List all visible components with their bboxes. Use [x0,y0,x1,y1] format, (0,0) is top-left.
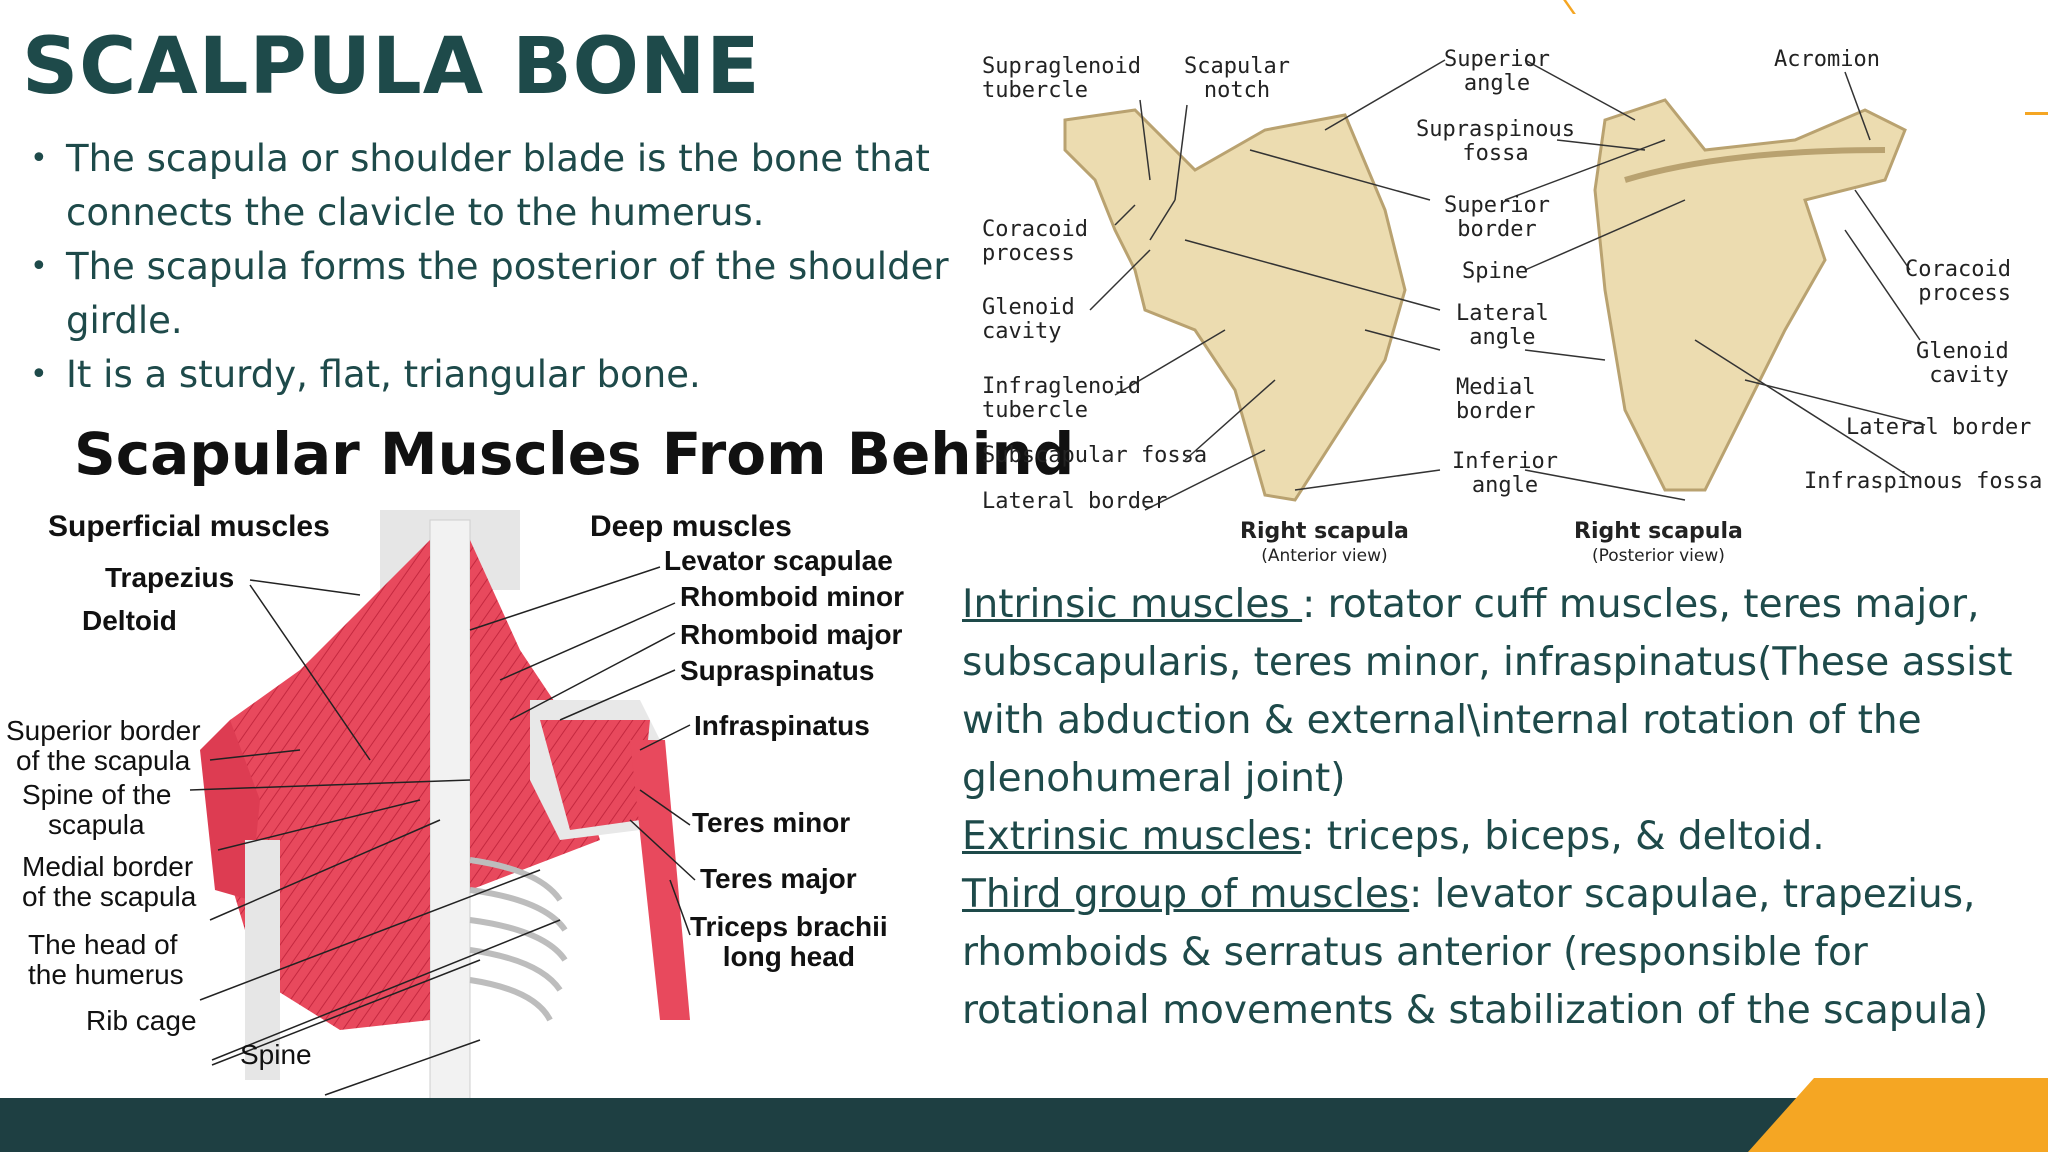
right-leader-lines [469,566,696,936]
label-rib-cage: Rib cage [86,1005,197,1036]
label-acromion: Acromion [1774,47,1880,72]
posterior-leader-lines [1694,71,1926,481]
footer-bar [0,1098,2048,1152]
label-superior-border: Superior border of the scapula [6,715,201,776]
bullet-list: The scapula or shoulder blade is the bon… [30,132,970,402]
muscle-groups-description: Intrinsic muscles : rotator cuff muscles… [962,576,2042,1040]
label-levator-scapulae: Levator scapulae [664,545,893,576]
scapula-anatomy-illustration [1063,59,1926,511]
label-supraspinatus: Supraspinatus [680,655,875,686]
caption-anterior-view: Right scapula(Anterior view) [1240,519,1409,567]
caption-posterior-view: Right scapula(Posterior view) [1574,519,1743,567]
page-title: SCALPULA BONE [22,22,761,112]
third-group-label: Third group of muscles [962,872,1410,917]
label-lateral-border-posterior: Lateral border [1846,415,2032,440]
label-deltoid: Deltoid [82,605,177,636]
footer-accent [1748,1078,2048,1152]
accent-line [2025,112,2048,115]
bullet-item: It is a sturdy, flat, triangular bone. [30,348,970,402]
intrinsic-text: : rotator cuff muscles, teres major, sub… [962,582,2013,801]
posterior-scapula-bone [1593,98,1907,492]
label-triceps-brachii: Triceps brachii long head [690,911,888,972]
anterior-scapula-bone [1063,108,1407,502]
muscle-figure-title: Scapular Muscles From Behind [74,420,1075,488]
anterior-leader-lines [1089,99,1276,511]
accent-tick [1551,0,1576,14]
posterior-spine-ridge [1624,147,1886,183]
right-rotator-muscles [540,720,650,830]
extrinsic-text: : triceps, biceps, & deltoid. [1301,814,1825,859]
label-subscapular-fossa: Subscapular fossa [982,443,1208,468]
left-leader-lines [189,579,561,1096]
label-lateral-border-anterior: Lateral border [982,489,1168,514]
label-spine-of-scapula: Spine of the scapula [22,779,172,840]
label-head-of-humerus: The head of the humerus [28,929,184,990]
superficial-heading: Superficial muscles [48,510,330,543]
label-rhomboid-major: Rhomboid major [680,619,903,650]
bullet-item: The scapula forms the posterior of the s… [30,240,970,348]
label-trapezius: Trapezius [105,562,235,593]
bullet-item: The scapula or shoulder blade is the bon… [30,132,970,240]
back-muscles-illustration [189,510,696,1100]
triceps-shape [630,740,690,1020]
label-infraspinous-fossa: Infraspinous fossa [1804,469,2043,494]
label-infraspinatus: Infraspinatus [694,710,870,741]
label-rhomboid-minor: Rhomboid minor [680,581,904,612]
label-spine-scapula: Spine [1462,259,1529,284]
center-leader-lines [1184,59,1686,501]
label-teres-minor: Teres minor [692,807,851,838]
spine-column [429,519,471,1100]
extrinsic-label: Extrinsic muscles [962,814,1302,859]
intrinsic-label: Intrinsic muscles [962,582,1303,627]
deep-heading: Deep muscles [590,510,792,543]
label-teres-major: Teres major [700,863,857,894]
third-group-text: : levator scapulae, trapezius, rhomboids… [962,872,1989,1033]
label-spine: Spine [240,1039,312,1070]
label-medial-border: Medial border of the scapula [22,851,197,912]
